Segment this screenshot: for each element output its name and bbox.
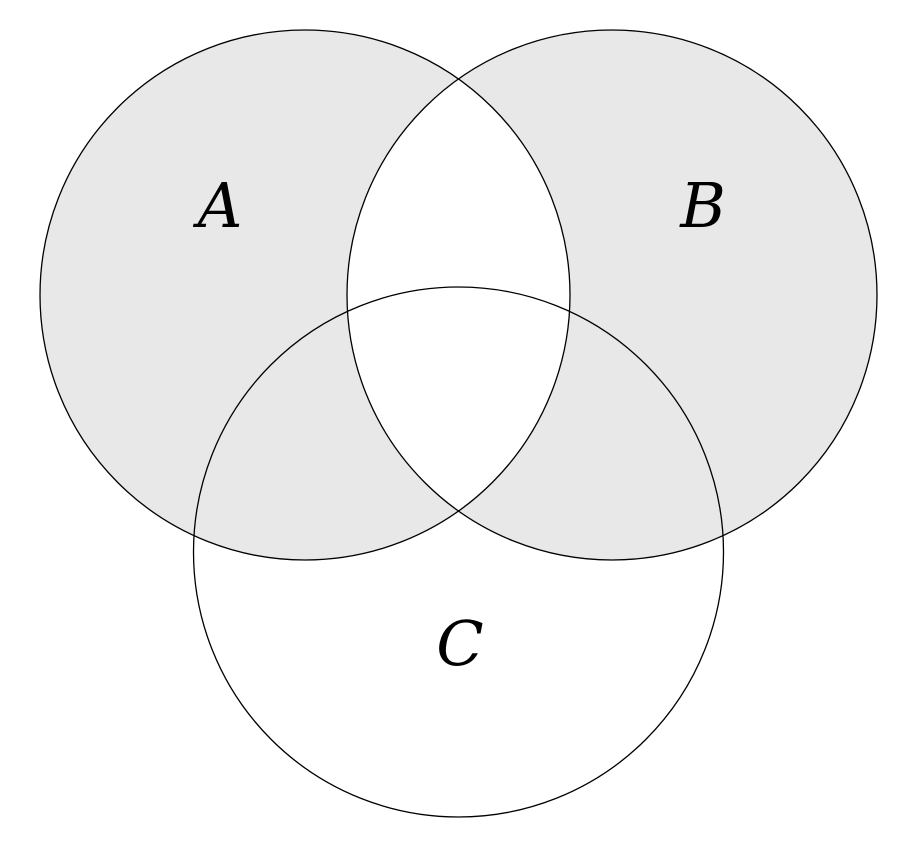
circle-a-outline (39, 29, 571, 561)
circle-b-outline (346, 29, 878, 561)
shaded-region-a-xor-b (40, 30, 877, 560)
set-label-c: C (436, 607, 483, 680)
set-label-a: A (193, 169, 243, 242)
circle-c-outline (192, 286, 725, 818)
set-label-b: B (679, 169, 726, 242)
